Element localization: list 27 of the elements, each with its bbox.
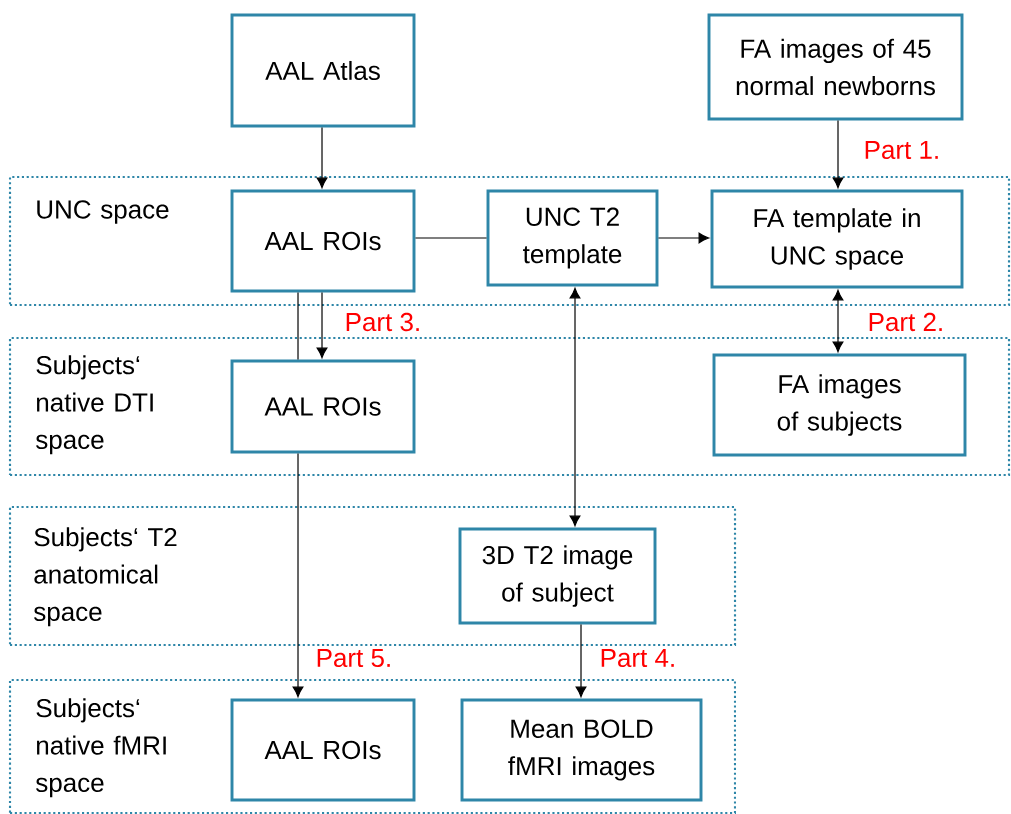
edge-label: Part 2. — [869, 312, 942, 332]
arrow — [657, 232, 710, 244]
process-box: 3D T2 image of subject — [458, 527, 657, 625]
band-label: Subjects‘ native fMRI space — [36, 698, 166, 798]
edge-label: Part 4. — [601, 648, 674, 668]
arrow — [292, 452, 304, 698]
band-label: Subjects‘ native DTI space — [36, 355, 153, 455]
process-box: Mean BOLD fMRI images — [460, 698, 703, 802]
process-box: UNC T2 template — [486, 189, 659, 287]
arrow — [832, 119, 844, 189]
arrow — [316, 126, 328, 189]
process-box: FA images of 45 normal newborns — [707, 13, 964, 121]
edge-label: Part 5. — [317, 648, 390, 668]
process-box: AAL ROIs — [230, 189, 416, 293]
process-box: AAL Atlas — [230, 13, 416, 128]
band-label: UNC space — [37, 200, 169, 224]
arrow — [316, 291, 328, 359]
process-box: AAL ROIs — [230, 359, 416, 454]
process-box: FA images of subjects — [712, 353, 967, 457]
edge-label: Part 1. — [865, 140, 938, 160]
band-label: Subjects‘ T2 anatomical space — [34, 527, 177, 627]
process-box: FA template in UNC space — [710, 189, 964, 289]
arrow — [575, 623, 587, 698]
arrow — [569, 287, 581, 527]
edge-label: Part 3. — [346, 312, 419, 332]
process-box: AAL ROIs — [230, 698, 416, 802]
arrow — [832, 289, 844, 353]
